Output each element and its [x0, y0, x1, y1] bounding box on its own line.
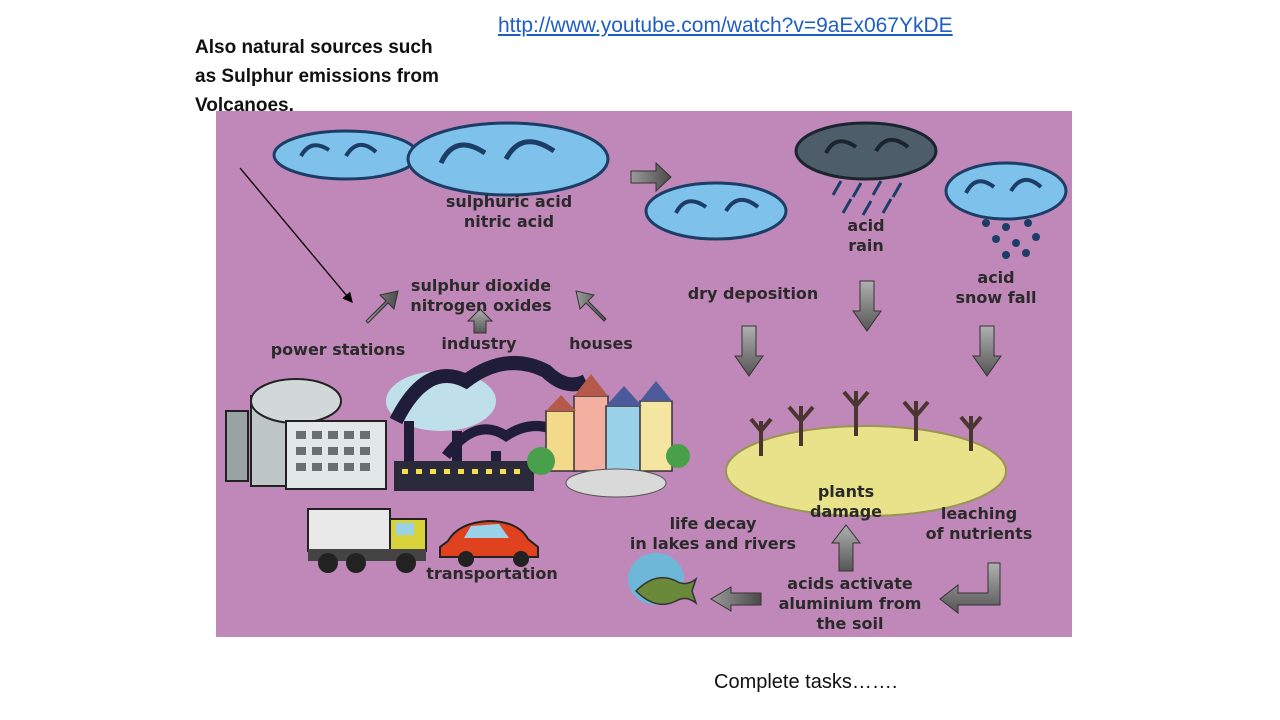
label-dry-deposition: dry deposition	[688, 284, 819, 303]
video-link[interactable]: http://www.youtube.com/watch?v=9aEx067Yk…	[498, 14, 953, 37]
label-damage: damage	[810, 502, 882, 521]
cloud-left-icon	[272, 129, 420, 181]
arrow-leaching-corner-icon	[939, 562, 1001, 615]
cloud-acid-snow-icon	[944, 161, 1068, 259]
arrow-power-up-icon	[365, 290, 399, 324]
note-line-3: Volcanoes.	[195, 95, 294, 116]
label-transportation: transportation	[426, 564, 558, 583]
note-line-2: as Sulphur emissions from	[195, 66, 439, 87]
label-sulphur-dioxide: sulphur dioxide	[411, 276, 551, 295]
label-life-decay: life decay	[670, 514, 757, 533]
arrow-acid-snow-down-icon	[972, 325, 1002, 377]
label-acids-activate: acids activate	[787, 574, 913, 593]
arrow-acid-rain-down-icon	[852, 280, 882, 332]
car-icon	[439, 519, 539, 567]
houses-icon	[527, 374, 690, 498]
arrow-to-lakes-left-icon	[710, 586, 762, 612]
label-nitric-acid: nitric acid	[464, 212, 554, 231]
label-power-stations: power stations	[271, 340, 406, 359]
label-of-nutrients: of nutrients	[926, 524, 1033, 543]
arrow-clouds-right-icon	[630, 161, 672, 193]
label-leaching: leaching	[941, 504, 1017, 523]
cloud-acid-rain-icon	[794, 121, 938, 216]
label-acid-snow-1: acid	[977, 268, 1014, 287]
cloud-dry-deposition-icon	[644, 181, 788, 241]
natural-sources-note: Also natural sources such as Sulphur emi…	[195, 33, 470, 120]
arrow-industry-up-icon	[466, 308, 494, 334]
acid-rain-diagram: sulphuric acid nitric acid sulphur dioxi…	[216, 111, 1072, 637]
arrow-houses-up-icon	[575, 290, 607, 322]
truck-icon	[307, 508, 427, 573]
label-acid-rain-1: acid	[847, 216, 884, 235]
power-station-icon	[225, 378, 387, 490]
cloud-center-icon	[406, 121, 610, 197]
label-plants: plants	[818, 482, 874, 501]
arrow-aluminium-up-icon	[830, 524, 862, 572]
damaged-trees-land-icon	[725, 390, 1007, 517]
arrow-dry-deposition-down-icon	[734, 325, 764, 377]
label-nitrogen-oxides: nitrogen oxides	[410, 296, 551, 315]
acid-rain-diagram-svg: sulphuric acid nitric acid sulphur dioxi…	[216, 111, 1072, 637]
label-aluminium-from: aluminium from	[779, 594, 922, 613]
complete-tasks-text: Complete tasks…….	[714, 671, 898, 693]
label-sulphuric-acid: sulphuric acid	[446, 192, 572, 211]
fish-icon	[628, 553, 698, 606]
label-acid-rain-2: rain	[848, 236, 884, 255]
note-line-1: Also natural sources such	[195, 37, 433, 58]
label-lakes-rivers: in lakes and rivers	[630, 534, 796, 553]
label-industry: industry	[441, 334, 517, 353]
label-the-soil: the soil	[817, 614, 884, 633]
label-acid-snow-2: snow fall	[956, 288, 1037, 307]
label-houses: houses	[569, 334, 633, 353]
